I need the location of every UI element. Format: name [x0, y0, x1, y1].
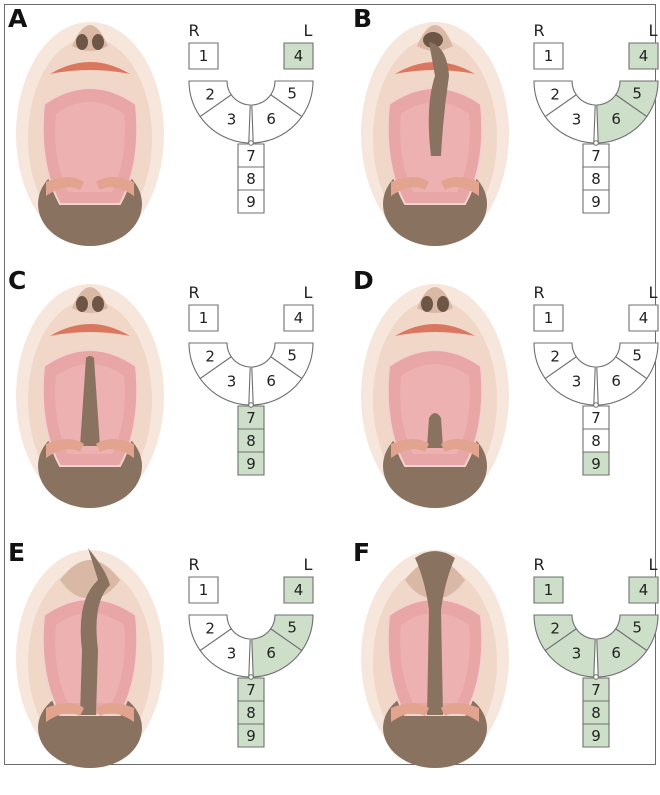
segment-label: 5: [632, 619, 642, 637]
cleft-classification-diagram: R L 1 23 4 56 7 8 9: [180, 6, 330, 226]
nostril-shape: [421, 296, 433, 312]
segment-label: 2: [550, 619, 560, 637]
segment-label: 1: [199, 47, 209, 65]
segment-label: 4: [639, 581, 649, 599]
incisive-foramen-dot: [594, 403, 599, 408]
right-side-label: R: [533, 283, 544, 302]
segment-label: 1: [544, 47, 554, 65]
nostril-shape: [92, 296, 104, 312]
incisive-foramen-dot: [594, 675, 599, 680]
left-side-label: L: [304, 21, 313, 40]
segment-label: 3: [227, 372, 237, 390]
segment-label: 7: [591, 681, 601, 699]
segment-label: 4: [294, 47, 304, 65]
segment-label: 5: [287, 347, 297, 365]
cleft-classification-diagram: R L 1 23 4 56 7 8 9: [180, 268, 330, 488]
segment-label: 2: [205, 347, 215, 365]
segment-label: 9: [246, 727, 256, 745]
segment-label: 8: [246, 704, 256, 722]
segment-label: 6: [611, 644, 621, 662]
palate-illustration: [355, 540, 525, 770]
incisive-foramen-dot: [249, 141, 254, 146]
segment-label: 3: [572, 372, 582, 390]
segment-label: 4: [639, 309, 649, 327]
left-side-label: L: [304, 283, 313, 302]
segment-label: 7: [246, 409, 256, 427]
segment-label: 8: [591, 432, 601, 450]
incisive-foramen-dot: [594, 141, 599, 146]
segment-label: 9: [246, 193, 256, 211]
panel-f: F RL123456789: [345, 540, 660, 795]
left-side-label: L: [304, 555, 313, 574]
segment-label: 1: [199, 309, 209, 327]
segment-label: 4: [294, 309, 304, 327]
cleft-shape: [427, 413, 443, 448]
segment-label: 3: [227, 110, 237, 128]
segment-label: 6: [611, 372, 621, 390]
incisive-foramen-dot: [249, 403, 254, 408]
segment-label: 3: [572, 110, 582, 128]
segment-label: 9: [591, 727, 601, 745]
nostril-shape: [437, 296, 449, 312]
segment-label: 5: [632, 347, 642, 365]
left-side-label: L: [649, 21, 658, 40]
palate-illustration: [10, 540, 180, 770]
palate-illustration: [10, 6, 180, 256]
segment-label: 7: [246, 147, 256, 165]
segment-label: 9: [246, 455, 256, 473]
panel-b: B RL123456789: [345, 6, 660, 261]
segment-label: 4: [639, 47, 649, 65]
left-side-label: L: [649, 555, 658, 574]
segment-label: 1: [544, 309, 554, 327]
right-side-label: R: [533, 555, 544, 574]
segment-label: 2: [205, 619, 215, 637]
cleft-classification-diagram: R L 1 23 4 56 7 8 9: [525, 268, 660, 488]
segment-label: 8: [246, 170, 256, 188]
nostril-shape: [92, 34, 104, 50]
segment-label: 8: [591, 704, 601, 722]
segment-label: 2: [550, 85, 560, 103]
right-side-label: R: [188, 555, 199, 574]
right-side-label: R: [188, 283, 199, 302]
right-side-label: R: [533, 21, 544, 40]
segment-label: 3: [227, 644, 237, 662]
incisive-foramen-dot: [249, 675, 254, 680]
segment-label: 7: [246, 681, 256, 699]
segment-label: 4: [294, 581, 304, 599]
segment-label: 5: [287, 85, 297, 103]
segment-label: 2: [205, 85, 215, 103]
cleft-classification-diagram: R L 1 23 4 56 7 8 9: [180, 540, 330, 760]
figure: A RL123456789 B RL123456789 C RL12345678…: [0, 0, 660, 769]
segment-label: 7: [591, 409, 601, 427]
palate-illustration: [10, 268, 180, 518]
segment-label: 1: [199, 581, 209, 599]
segment-label: 2: [550, 347, 560, 365]
nostril-shape: [76, 296, 88, 312]
segment-label: 6: [266, 110, 276, 128]
segment-label: 1: [544, 581, 554, 599]
segment-label: 5: [287, 619, 297, 637]
segment-label: 5: [632, 85, 642, 103]
segment-label: 7: [591, 147, 601, 165]
segment-label: 6: [266, 644, 276, 662]
palate-illustration: [355, 6, 525, 256]
segment-label: 9: [591, 455, 601, 473]
right-side-label: R: [188, 21, 199, 40]
cleft-classification-diagram: R L 1 23 4 56 7 8 9: [525, 6, 660, 226]
cleft-classification-diagram: R L 1 23 4 56 7 8 9: [525, 540, 660, 760]
segment-label: 3: [572, 644, 582, 662]
segment-label: 8: [246, 432, 256, 450]
left-side-label: L: [649, 283, 658, 302]
segment-label: 6: [266, 372, 276, 390]
palate-illustration: [355, 268, 525, 518]
segment-label: 8: [591, 170, 601, 188]
nostril-shape: [76, 34, 88, 50]
segment-label: 9: [591, 193, 601, 211]
segment-label: 6: [611, 110, 621, 128]
